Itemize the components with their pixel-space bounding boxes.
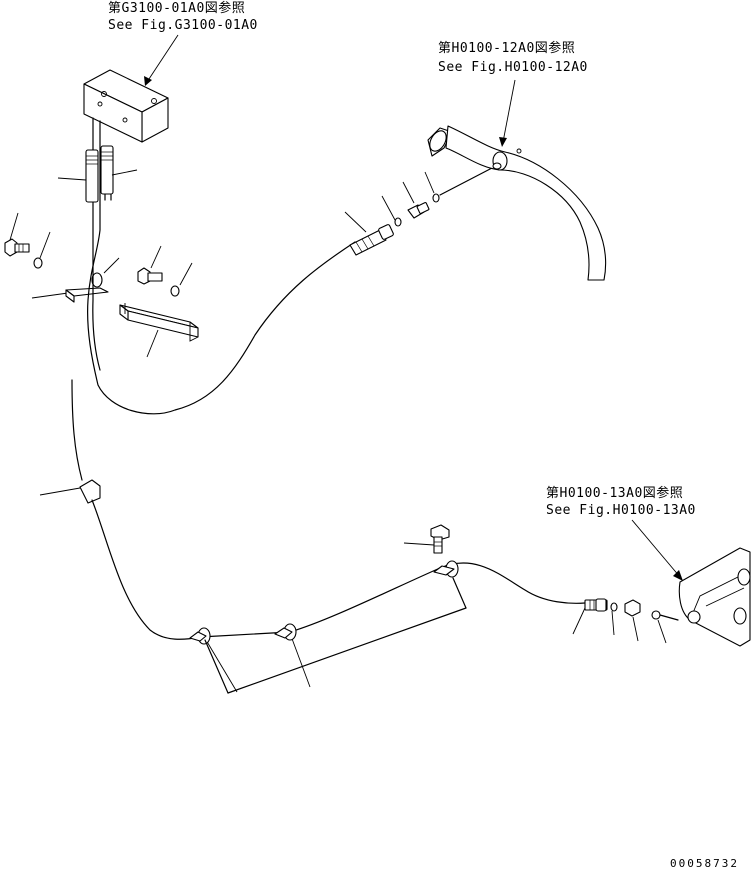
lower-fitting-chain: [584, 598, 679, 621]
elbow-pipe-upper: [427, 125, 607, 281]
hose-upper-loop: [87, 204, 356, 415]
reference-h0100-13-jp: 第H0100-13A0図参照: [546, 485, 683, 501]
upper-fitting-chain: [349, 167, 493, 256]
clamp-upper: [65, 272, 109, 303]
reference-callout-h0100-12: 第H0100-12A0図参照 See Fig.H0100-12A0: [438, 40, 588, 75]
reference-h0100-13-en: See Fig.H0100-13A0: [546, 503, 696, 518]
arrow-g3100: [146, 34, 179, 83]
body-lower-right: [678, 547, 751, 647]
reference-g3100-jp: 第G3100-01A0図参照: [108, 0, 245, 16]
arrow-h0100-12: [502, 79, 516, 143]
bracket-plate: [119, 303, 199, 342]
bolt-left: [4, 238, 43, 269]
reference-g3100-en: See Fig.G3100-01A0: [108, 18, 258, 33]
arrow-h0100-13: [631, 519, 681, 578]
reference-arrows: [144, 34, 683, 581]
hose-lower-sweep: [91, 499, 586, 640]
reference-callout-h0100-13: 第H0100-13A0図参照 See Fig.H0100-13A0: [546, 485, 696, 518]
lower-hose-clamps: [189, 560, 459, 645]
clip-mid-left: [71, 379, 101, 504]
document-number: 00058732: [670, 857, 739, 870]
reference-h0100-12-jp: 第H0100-12A0図参照: [438, 40, 575, 56]
hose-upper-loop-inner: [92, 204, 101, 371]
bolt-middle: [137, 267, 180, 297]
valve-block: [83, 69, 169, 143]
arrowhead-h0100-12: [499, 137, 507, 147]
arrowhead-h0100-13: [673, 570, 683, 581]
reference-h0100-12-en: See Fig.H0100-12A0: [438, 60, 588, 75]
arrowhead-g3100: [144, 76, 152, 86]
hose-fittings-vertical: [85, 145, 114, 203]
reference-callout-g3100: 第G3100-01A0図参照 See Fig.G3100-01A0: [108, 0, 258, 33]
leader-lines: [9, 169, 667, 693]
bolt-lower: [430, 524, 450, 554]
lower-bracket: [204, 577, 467, 694]
